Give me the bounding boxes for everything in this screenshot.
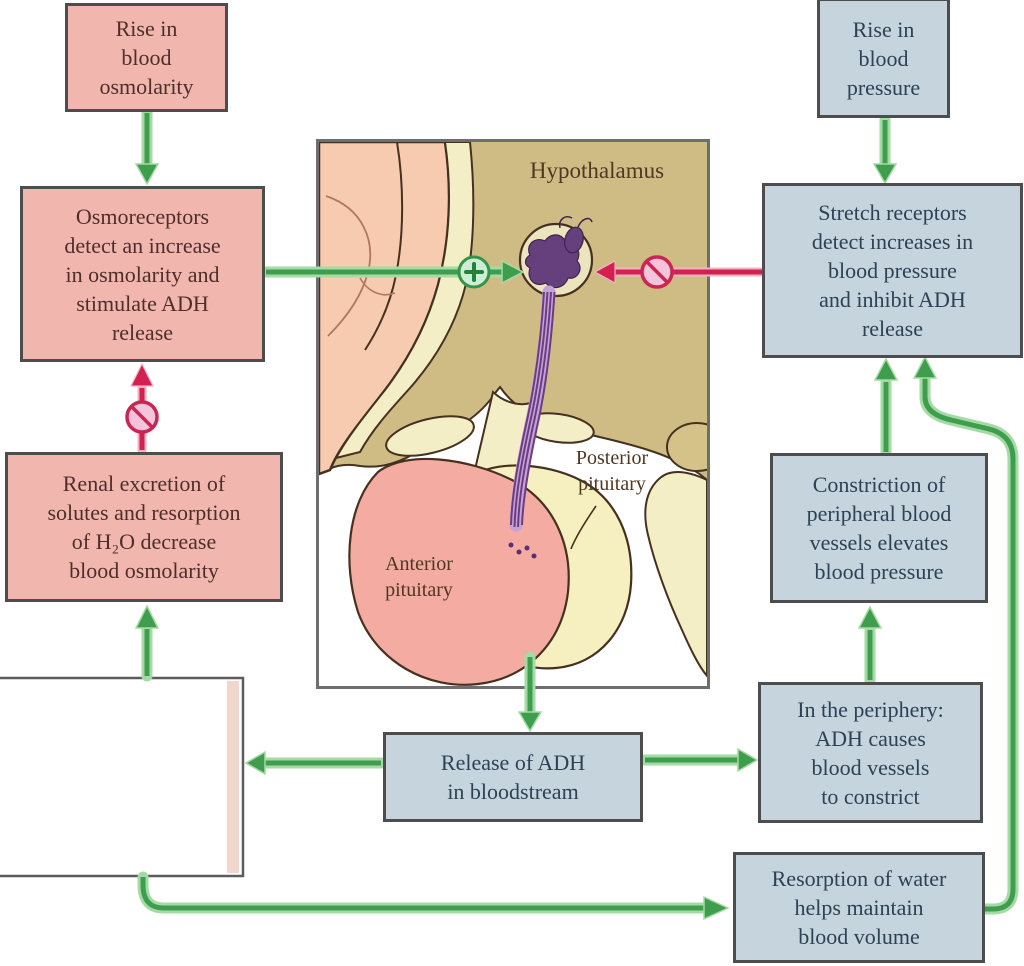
box-osmoreceptors: Osmoreceptors detect an increase in osmo… — [20, 186, 265, 362]
bone-right-cream — [644, 471, 707, 678]
plus-circle-icon — [457, 255, 491, 289]
arrow-stretch-inhibits-hypothalamus — [593, 259, 767, 285]
box-rise-blood-pressure: Rise in blood pressure — [817, 0, 950, 118]
posterior-label-pointer — [570, 505, 597, 550]
hypothalamus-label: Hypothalamus — [529, 158, 665, 183]
posterior-pituitary-label: Posterior pituitary — [575, 447, 649, 495]
arrow-pressure-to-stretch — [872, 114, 898, 185]
axon-bundle — [508, 285, 556, 559]
anterior-pituitary-label: Anterior pituitary — [385, 553, 453, 601]
box-label: Stretch receptors detect increases in bl… — [811, 200, 974, 341]
box-label: Release of ADH in bloodstream — [440, 750, 586, 804]
box-label: Constriction of peripheral blood vessels… — [806, 472, 952, 584]
kidney-box — [0, 676, 245, 878]
arrow-pituitary-to-release — [517, 651, 543, 733]
box-rise-blood-osmolarity: Rise in blood osmolarity — [65, 3, 228, 112]
arrow-release-to-kidney — [244, 750, 387, 776]
green-arrows — [134, 107, 1019, 921]
arrow-resorption-to-stretch — [912, 355, 1019, 915]
brain-illustration-panel — [316, 139, 710, 689]
box-renal-excretion: Renal excretion of solutes and resorptio… — [5, 452, 283, 602]
no-entry-icon — [640, 255, 674, 289]
box-label: Osmoreceptors detect an increase in osmo… — [64, 203, 221, 345]
box-resorption-water: Resorption of water helps maintain blood… — [733, 852, 985, 963]
bone-right-tan — [666, 422, 707, 472]
box-label: Renal excretion of solutes and resorptio… — [47, 471, 241, 583]
box-label: Resorption of water helps maintain blood… — [771, 866, 947, 949]
box-label: Rise in blood osmolarity — [99, 16, 194, 99]
arrow-kidney-to-resorption — [137, 871, 730, 921]
box-stretch-receptors: Stretch receptors detect increases in bl… — [762, 183, 1023, 358]
box-constriction: Constriction of peripheral blood vessels… — [770, 453, 988, 603]
arrow-osmolarity-to-osmoreceptors — [134, 107, 160, 186]
sella-bone-left — [385, 415, 475, 457]
arrow-constriction-to-stretch — [873, 357, 899, 458]
box-label: Rise in blood pressure — [846, 16, 921, 100]
box-label: In the periphery: ADH causes blood vesse… — [797, 696, 944, 809]
box-release-adh: Release of ADH in bloodstream — [383, 732, 643, 822]
box-periphery-adh: In the periphery: ADH causes blood vesse… — [758, 682, 983, 823]
arrow-release-to-periphery — [639, 747, 759, 773]
no-entry-icon — [125, 400, 159, 434]
arrow-periphery-to-constriction — [857, 605, 883, 686]
arrow-kidney-to-renal — [134, 604, 160, 682]
